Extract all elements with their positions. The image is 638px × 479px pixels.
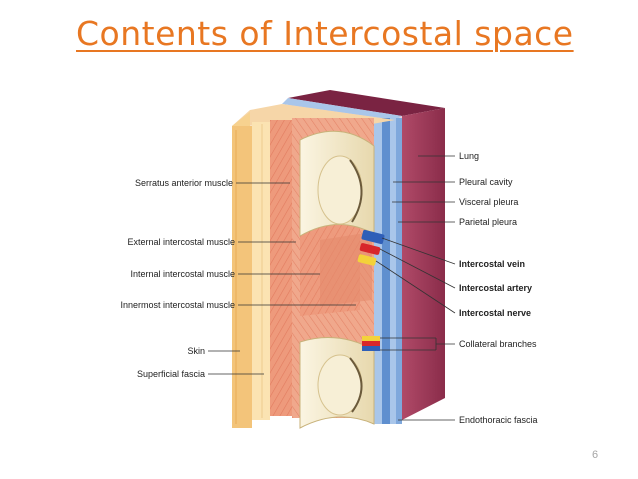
right-leader-lines [375,155,456,421]
label-superficial-fascia: Superficial fascia [137,369,205,379]
label-intercostal-vein: Intercostal vein [459,259,525,269]
superficial-fascia [252,122,270,420]
label-collateral-branches: Collateral branches [459,339,537,349]
page-number: 6 [592,449,599,461]
upper-rib [299,130,375,237]
left-labels: Serratus anterior muscle External interc… [120,178,235,379]
intercostal-artery [359,243,381,255]
collateral-branches [362,336,380,351]
pleura-layers [282,98,402,424]
lung-side [402,108,445,420]
label-pleural-cavity: Pleural cavity [459,177,513,187]
skin-layer [232,112,252,428]
label-innermost-intercostal-muscle: Innermost intercostal muscle [120,300,235,310]
label-external-intercostal-muscle: External intercostal muscle [127,237,235,247]
label-lung: Lung [459,151,479,161]
serratus-anterior-muscle-region [270,120,292,416]
intercostal-vein [361,229,385,245]
label-parietal-pleura: Parietal pleura [459,217,517,227]
lower-rib [299,337,375,429]
label-intercostal-nerve: Intercostal nerve [459,308,531,318]
label-skin: Skin [187,346,205,356]
left-leader-lines [208,182,356,375]
right-labels: Lung Pleural cavity Visceral pleura Pari… [459,151,538,425]
label-endothoracic-fascia: Endothoracic fascia [459,415,538,425]
slide-title: Contents of Intercostal space [76,14,574,53]
label-internal-intercostal-muscle: Internal intercostal muscle [130,269,235,279]
label-serratus-anterior-muscle: Serratus anterior muscle [135,178,233,188]
intercostal-nerve [357,254,377,266]
neurovascular-bundle [357,229,385,266]
label-intercostal-artery: Intercostal artery [459,283,532,293]
label-visceral-pleura: Visceral pleura [459,197,518,207]
